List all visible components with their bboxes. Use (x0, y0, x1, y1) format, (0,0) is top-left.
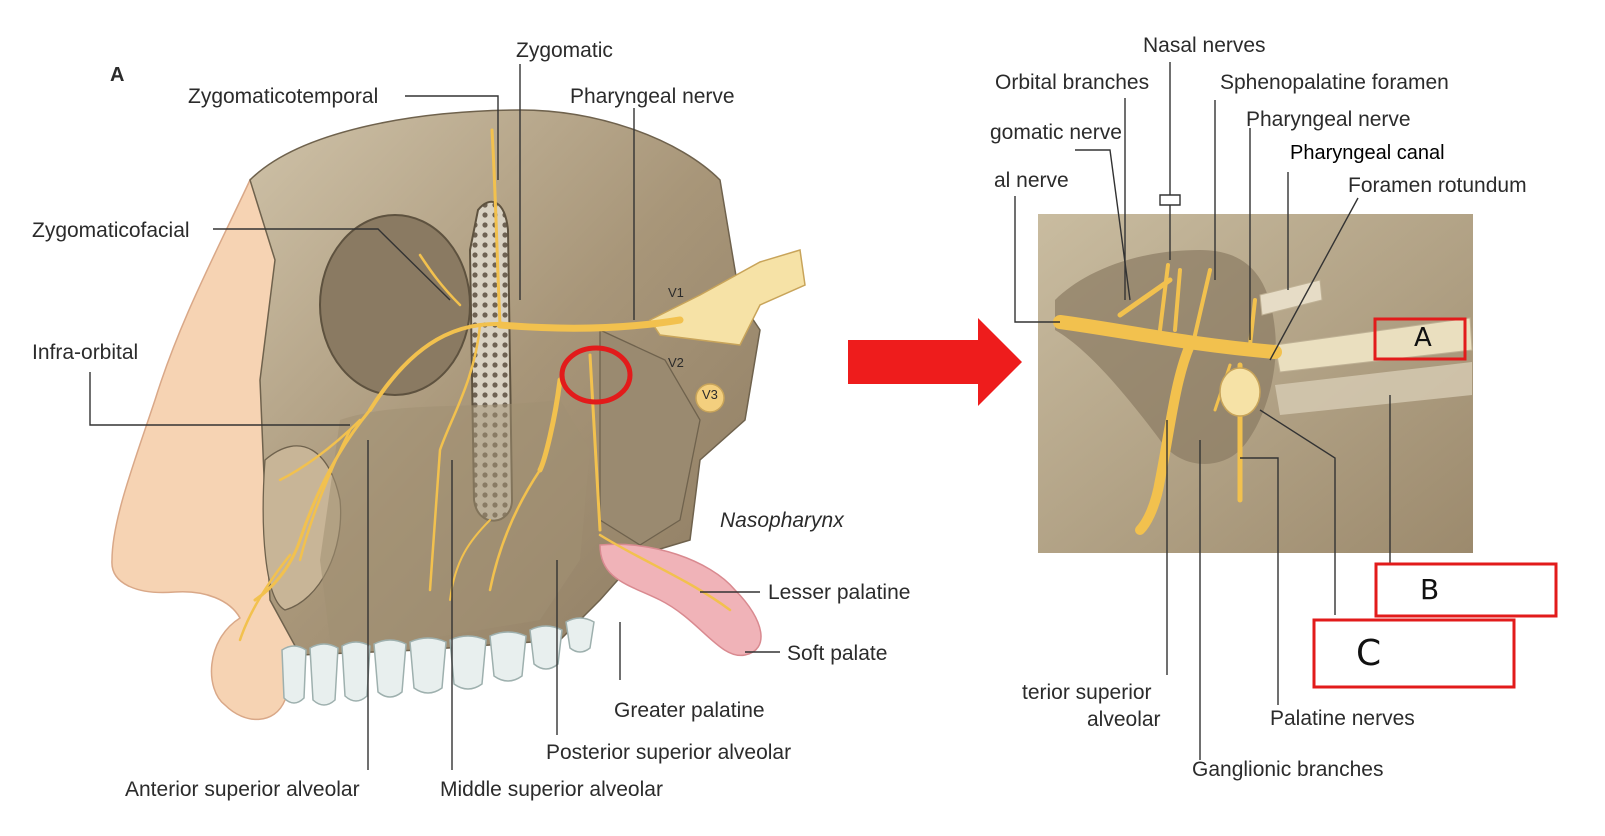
label-infra-orbital: Infra-orbital (32, 341, 139, 364)
red-arrow (848, 318, 1022, 406)
annotation-letter-b: B (1420, 573, 1440, 606)
lower-canal (1275, 362, 1472, 415)
label-zygomaticofacial: Zygomaticofacial (32, 219, 190, 242)
right-closeup-illustration (1038, 214, 1473, 553)
label-foramen-rotundum: Foramen rotundum (1348, 174, 1527, 197)
label-pharyngeal-canal: Pharyngeal canal (1290, 142, 1445, 164)
maxillary-nerve-branches (238, 128, 732, 642)
red-circle-annotation (559, 345, 633, 405)
label-pharyngeal-nerve-right: Pharyngeal nerve (1246, 108, 1411, 131)
v3-ganglion (695, 383, 725, 413)
label-posterior-superior-alveolar: Posterior superior alveolar (546, 741, 792, 764)
right-nerves (1053, 263, 1282, 535)
annotation-box-a (1373, 317, 1467, 361)
label-palatine-nerves: Palatine nerves (1270, 707, 1415, 730)
teeth-row (281, 617, 595, 706)
maxilla (320, 400, 590, 640)
label-sphenopalatine-foramen: Sphenopalatine foramen (1220, 71, 1449, 94)
pterygopalatine-ganglion (1219, 367, 1261, 417)
label-v2: V2 (668, 355, 684, 370)
label-middle-superior-alveolar: Middle superior alveolar (440, 778, 663, 801)
annotation-letter-c: C (1356, 633, 1382, 674)
left-skull-illustration (111, 109, 806, 721)
annotation-box-b (1374, 562, 1558, 618)
label-soft-palate: Soft palate (787, 642, 888, 665)
label-v1: V1 (668, 285, 684, 300)
label-anterior-superior-alveolar-right-2: alveolar (1087, 708, 1161, 731)
annotation-letter-a: A (1414, 323, 1432, 353)
label-zygomaticotemporal: Zygomaticotemporal (188, 85, 379, 108)
label-nasal-nerves: Nasal nerves (1143, 34, 1266, 57)
label-zygomatic: Zygomatic (516, 39, 613, 62)
trigeminal-ganglion (648, 249, 806, 346)
orbit (319, 214, 471, 396)
label-zygomatic-nerve: gomatic nerve (990, 121, 1122, 144)
pterygopalatine-fossa (1055, 250, 1276, 464)
right-leader-lines (1014, 62, 1391, 760)
label-ganglionic-branches: Ganglionic branches (1192, 758, 1384, 781)
label-maxillary-nerve-cut: al nerve (994, 169, 1069, 192)
label-greater-palatine: Greater palatine (614, 699, 765, 722)
label-anterior-superior-alveolar-right-1: terior superior (1022, 681, 1152, 704)
label-orbital-branches: Orbital branches (995, 71, 1150, 94)
panel-letter: A (110, 64, 125, 86)
label-anterior-superior-alveolar: Anterior superior alveolar (125, 778, 360, 801)
label-v3: V3 (702, 387, 718, 402)
left-leader-lines (89, 64, 780, 770)
annotation-box-c (1312, 618, 1516, 689)
label-nasopharynx: Nasopharynx (720, 509, 844, 532)
label-lesser-palatine: Lesser palatine (768, 581, 911, 604)
label-pharyngeal-nerve-left: Pharyngeal nerve (570, 85, 735, 108)
soft-palate (599, 543, 762, 657)
pharyngeal-canal-tube (1259, 279, 1323, 316)
